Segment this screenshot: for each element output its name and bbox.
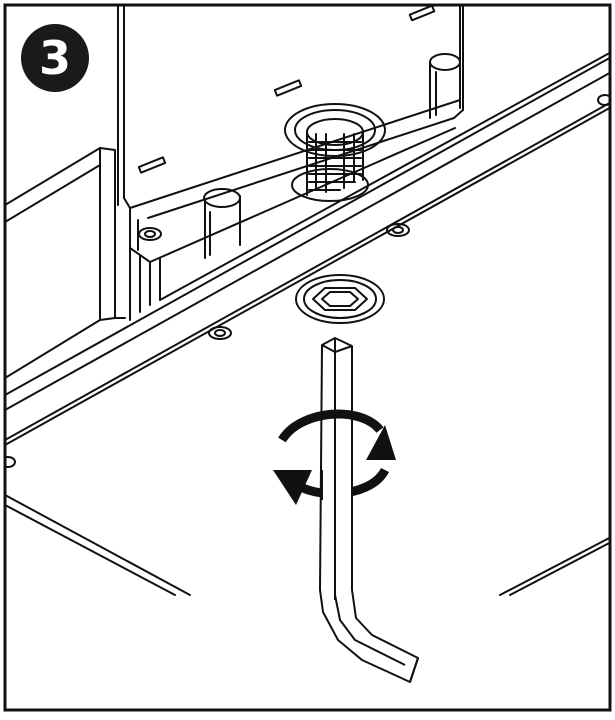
post-left <box>203 188 241 259</box>
front-rail <box>5 51 610 468</box>
frame-border <box>3 3 612 712</box>
threaded-leveling-bolt <box>284 103 386 202</box>
cabinet-side-wall <box>5 147 126 379</box>
post-right <box>429 53 461 119</box>
step-number: 3 <box>39 31 71 85</box>
hex-key-icon <box>319 337 419 683</box>
hex-key-shaft-front <box>321 470 353 500</box>
mounting-bracket <box>117 5 464 321</box>
hex-socket <box>295 274 385 324</box>
step-badge: 3 <box>21 24 89 92</box>
base-panel <box>5 494 610 596</box>
